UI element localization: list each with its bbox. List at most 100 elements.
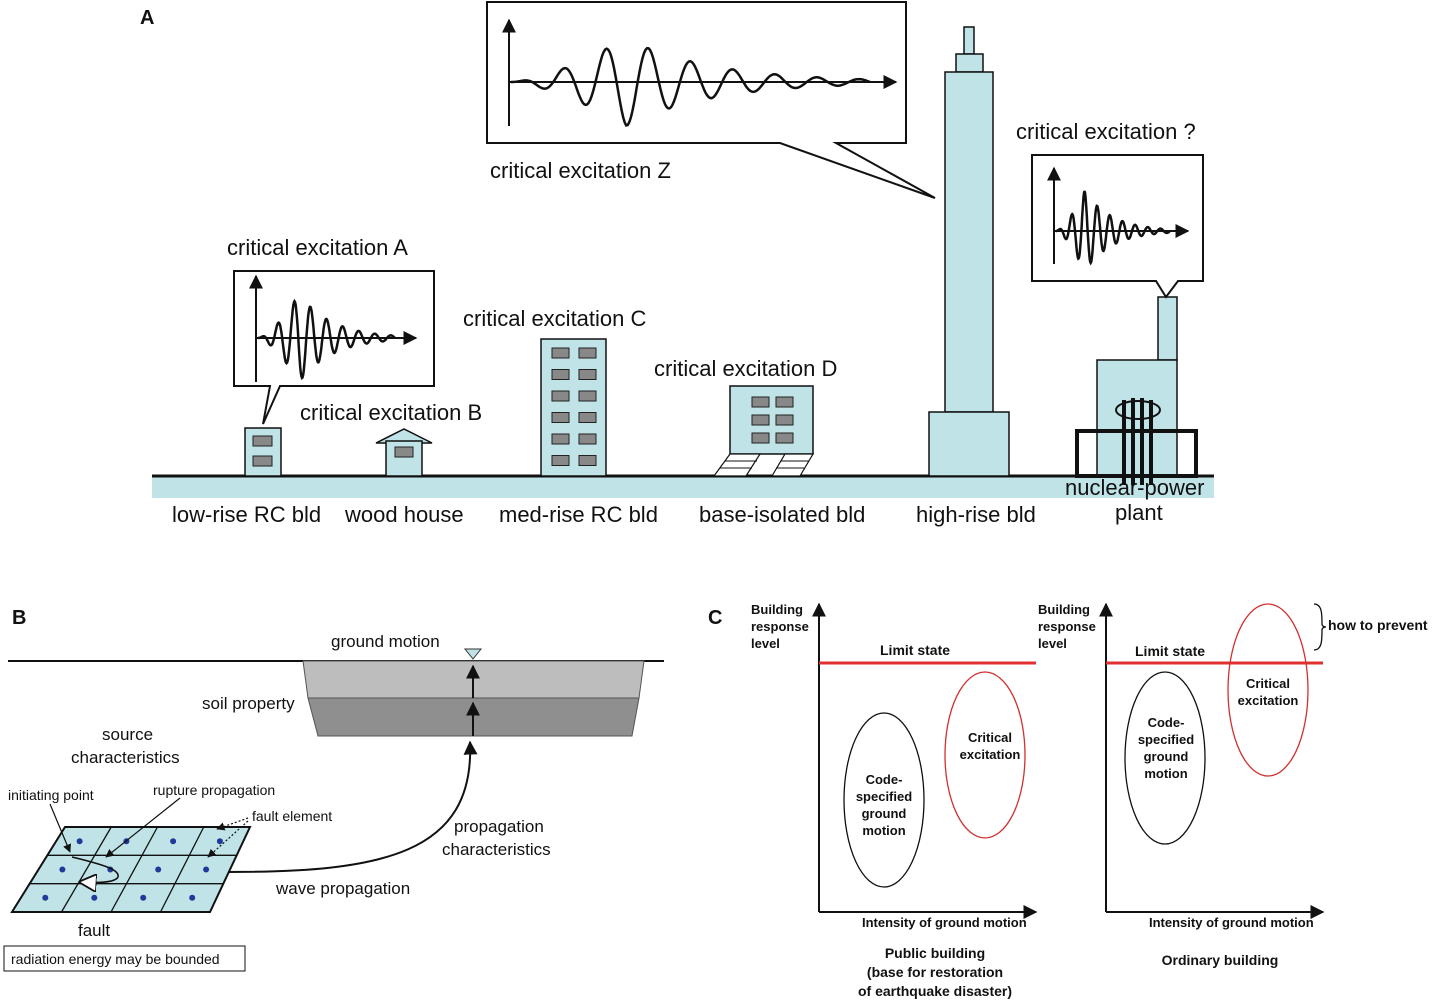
code-left-4: motion [862, 823, 905, 838]
code-right-3: ground [1144, 749, 1189, 764]
y-label-left-3: level [751, 636, 780, 651]
window [551, 433, 570, 445]
fault-element-dot [170, 838, 177, 845]
low-rise-label: low-rise RC bld [172, 502, 321, 527]
source-label-2: characteristics [71, 748, 180, 767]
panel-a: A [140, 1, 1214, 527]
fault-element-dot [203, 866, 210, 873]
wave-z [511, 46, 871, 127]
window [578, 390, 597, 402]
code-ellipse-left [843, 712, 925, 888]
limit-state-left: Limit state [880, 642, 950, 658]
public-title-3: of earthquake disaster) [858, 983, 1012, 999]
code-right-4: motion [1144, 766, 1187, 781]
fault-grid [10, 826, 252, 913]
nuclear-label-1: nuclear-power [1065, 475, 1204, 500]
y-label-right-2: response [1038, 619, 1096, 634]
med-rise-building [540, 338, 607, 477]
propagation-label-1: propagation [454, 817, 544, 836]
ground-strip [152, 476, 1214, 498]
med-rise-label: med-rise RC bld [499, 502, 658, 527]
window [775, 414, 794, 426]
code-right-1: Code- [1148, 715, 1185, 730]
propagation-label-2: characteristics [442, 840, 551, 859]
soil-property-label: soil property [202, 694, 295, 713]
public-title-1: Public building [885, 945, 985, 961]
y-label-left-2: response [751, 619, 809, 634]
code-left-2: specified [856, 789, 912, 804]
window [551, 455, 570, 466]
code-right-2: specified [1138, 732, 1194, 747]
high-rise-building [928, 26, 1010, 477]
fault-element-dot [216, 838, 223, 845]
nuclear-label-2: plant [1115, 500, 1163, 525]
fault-element-dot [42, 894, 49, 901]
excitation-z-label: critical excitation Z [490, 158, 671, 183]
wave-q [1056, 190, 1171, 266]
initiating-point-label: initiating point [8, 787, 94, 803]
window [578, 433, 597, 445]
critical-right-1: Critical [1246, 676, 1290, 691]
x-label-left: Intensity of ground motion [862, 915, 1027, 930]
window [751, 432, 770, 444]
wave-propagation-label: wave propagation [275, 879, 410, 898]
y-label-left-1: Building [751, 602, 803, 617]
radiation-note: radiation energy may be bounded [11, 951, 220, 967]
window [551, 369, 570, 380]
bubble-a [233, 270, 435, 425]
window [775, 396, 794, 408]
x-label-right: Intensity of ground motion [1149, 915, 1314, 930]
excitation-a-label: critical excitation A [227, 235, 408, 260]
low-rise-building [244, 427, 282, 477]
y-label-right-1: Building [1038, 602, 1090, 617]
wood-house [375, 428, 433, 477]
base-isolated-label: base-isolated bld [699, 502, 865, 527]
critical-ellipse-right [1227, 603, 1309, 777]
ground-motion-label: ground motion [331, 632, 440, 651]
fault-element-dot [76, 838, 83, 845]
fault-label: fault [78, 921, 110, 940]
wave-a [258, 298, 396, 380]
fault-element-label: fault element [252, 808, 332, 824]
panel-b-label: B [12, 607, 26, 629]
observation-point-icon [463, 648, 483, 660]
critical-right-2: excitation [1238, 693, 1299, 708]
panel-c: C Building response level Limit state Co… [708, 602, 1428, 999]
fault-element-dot [59, 866, 66, 873]
rupture-propagation-label: rupture propagation [153, 782, 275, 798]
code-ellipse-right [1124, 671, 1206, 845]
window [551, 347, 570, 359]
excitation-q-label: critical excitation ? [1016, 119, 1196, 144]
y-label-right-3: level [1038, 636, 1067, 651]
code-left-3: ground [862, 806, 907, 821]
critical-left-1: Critical [968, 730, 1012, 745]
source-label-1: source [102, 725, 153, 744]
fault-element-dot [155, 866, 162, 873]
fault-element-dot [91, 894, 98, 901]
panel-a-label: A [140, 7, 154, 29]
public-title-2: (base for restoration [867, 964, 1003, 980]
high-rise-label: high-rise bld [916, 502, 1036, 527]
code-left-1: Code- [866, 772, 903, 787]
bubble-q [1031, 154, 1204, 299]
window [578, 412, 597, 423]
excitation-d-label: critical excitation D [654, 356, 837, 381]
window [751, 414, 770, 426]
fault-element-dot [140, 894, 147, 901]
radiation-note-box [3, 945, 246, 972]
excitation-b-label: critical excitation B [300, 400, 482, 425]
window [775, 432, 794, 444]
rupture-path [71, 856, 119, 882]
base-isolated-building [712, 385, 815, 477]
window [578, 455, 597, 466]
wave-propagation-curve [227, 740, 478, 873]
window [578, 369, 597, 380]
fault-element-dot [189, 894, 196, 901]
how-to-prevent-label: how to prevent [1328, 617, 1428, 633]
panel-b: B ground motion soil property source cha… [3, 607, 664, 972]
excitation-c-label: critical excitation C [463, 306, 647, 331]
critical-left-2: excitation [960, 747, 1021, 762]
brace [1313, 603, 1327, 651]
window [551, 412, 570, 423]
